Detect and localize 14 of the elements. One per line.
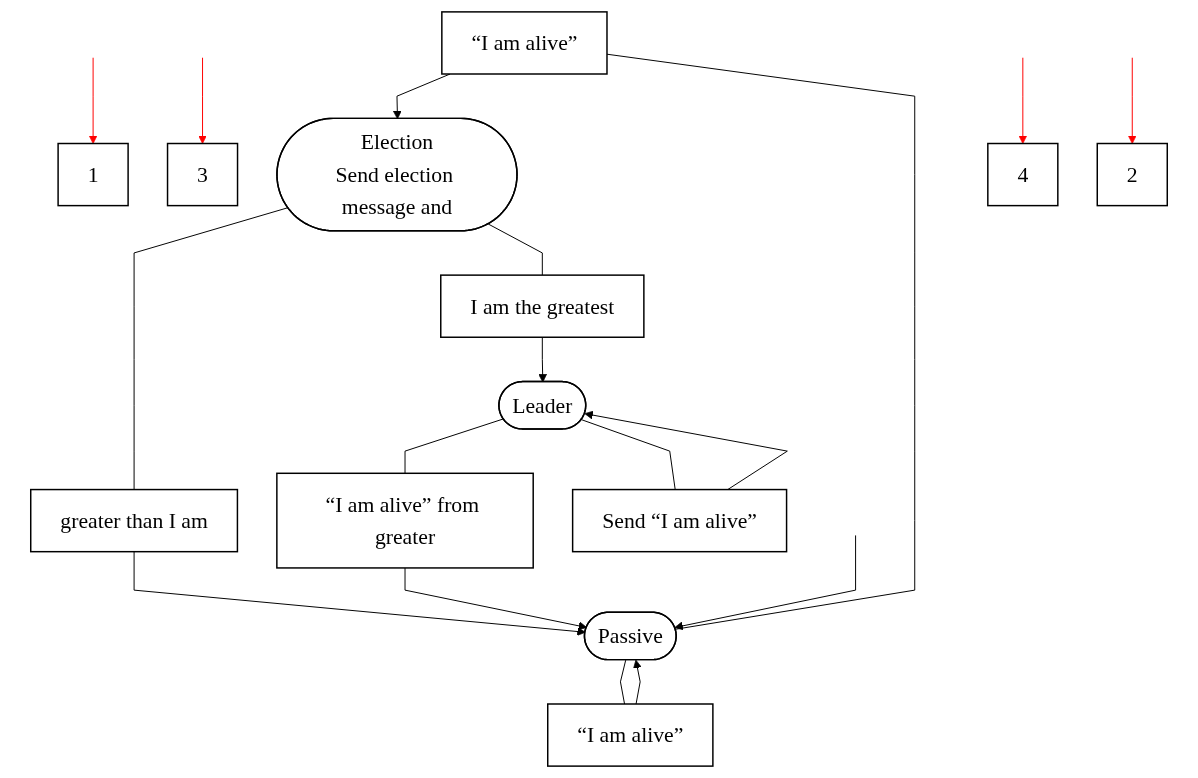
node-box: “I am alive” [547, 703, 714, 767]
node-box: “I am alive” from greater [276, 472, 534, 569]
node-box: greater than I am [30, 488, 239, 553]
connector [404, 418, 504, 474]
node-box: I am the greatest [440, 274, 645, 338]
node-box: 2 [1096, 142, 1168, 207]
node-box: 1 [57, 142, 129, 207]
node-box: 3 [166, 142, 239, 207]
connector [488, 223, 543, 276]
connector [581, 419, 676, 491]
node-box: 4 [987, 142, 1059, 207]
node-box: Send “I am alive” [571, 488, 788, 553]
node-box: “I am alive” [441, 11, 608, 75]
connector [619, 659, 627, 705]
